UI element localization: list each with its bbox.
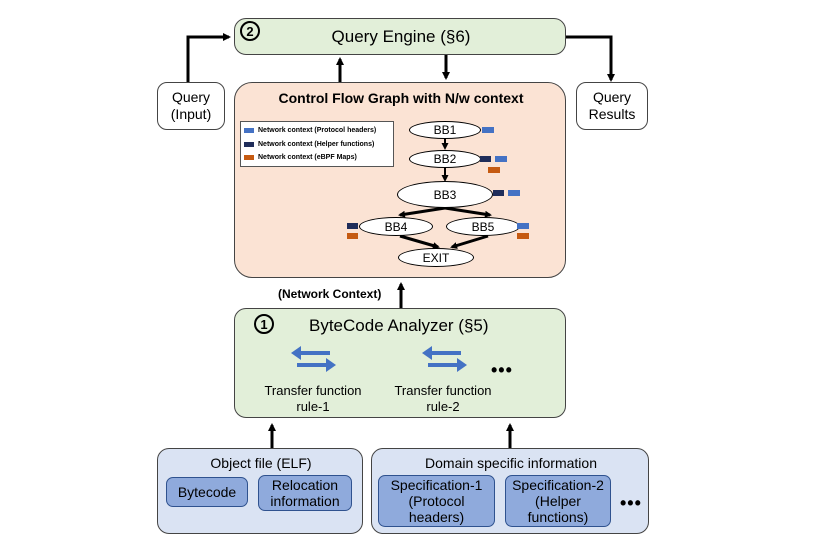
query-results-line1: Query (592, 89, 632, 105)
edge-bb4-exit (399, 234, 440, 249)
edge-bb3-bb5 (444, 206, 492, 218)
cfg-node-bb3: BB3 (397, 181, 493, 208)
cfg-node-bb2: BB2 (409, 150, 481, 168)
legend-swatch-helper-functions (244, 141, 254, 147)
edge-bb3-bb4 (398, 206, 446, 218)
tag-bb2-helper (480, 156, 491, 162)
transfer-arrows (291, 346, 467, 372)
query-engine-title: Query Engine (§6) (331, 27, 471, 46)
cfg-panel: Control Flow Graph with N/w context (234, 82, 566, 278)
legend-label-ebpf-maps: Network context (eBPF Maps) (258, 154, 357, 162)
specification-1-box: Specification-1 (Protocol headers) (378, 475, 495, 527)
bytecode-analyzer-title: ByteCode Analyzer (§5) (309, 316, 489, 335)
bytecode-analyzer-box: 1 ByteCode Analyzer (§5) Transfer functi… (234, 308, 566, 418)
domain-info-title: Domain specific information (425, 455, 597, 471)
tag-bb3-protocol (508, 190, 520, 196)
transfer-rule-2-line2: rule-2 (426, 399, 460, 414)
legend-item-helper-functions: Network context (Helper functions) (244, 138, 390, 152)
arrow-engine-to-results (566, 35, 615, 82)
tag-bb2-protocol (495, 156, 507, 162)
tag-bb5-protocol (517, 223, 529, 229)
query-input-line1: Query (171, 89, 211, 105)
transfer-rule-2-icon (422, 346, 467, 372)
cfg-node-exit: EXIT (398, 248, 474, 267)
bytecode-label: Bytecode (177, 484, 237, 500)
legend-item-ebpf-maps: Network context (eBPF Maps) (244, 151, 390, 165)
transfer-rule-1-line1: Transfer function (264, 383, 362, 398)
tag-bb4-helper (347, 223, 358, 229)
cfg-legend: Network context (Protocol headers) Netwo… (240, 121, 394, 167)
rules-ellipsis: ••• (491, 360, 513, 380)
step-number-1: 1 (254, 314, 274, 334)
object-file-title: Object file (ELF) (210, 455, 312, 471)
cfg-node-bb1: BB1 (409, 121, 481, 139)
spec1-line2: (Protocol (408, 493, 465, 509)
query-results-box: Query Results (576, 82, 648, 130)
transfer-rule-1-icon (291, 346, 336, 372)
transfer-rule-2-line1: Transfer function (394, 383, 492, 398)
spec2-line2: (Helper (535, 493, 581, 509)
cfg-node-bb4: BB4 (359, 217, 433, 236)
cfg-title: Control Flow Graph with N/w context (278, 90, 524, 106)
specification-2-box: Specification-2 (Helper functions) (505, 475, 611, 527)
legend-item-protocol-headers: Network context (Protocol headers) (244, 124, 390, 138)
edge-bb5-exit (450, 234, 489, 249)
legend-swatch-protocol-headers (244, 128, 254, 134)
query-results-line2: Results (588, 106, 636, 122)
tag-bb2-maps (488, 167, 500, 173)
relocation-info-box: Relocation information (258, 475, 352, 511)
spec2-line1: Specification-2 (512, 477, 604, 493)
legend-swatch-ebpf-maps (244, 155, 254, 161)
spec1-line3: headers) (408, 509, 465, 525)
tag-bb3-helper (493, 190, 504, 196)
tag-bb4-maps (347, 233, 358, 239)
spec2-line3: functions) (527, 509, 589, 525)
object-file-panel: Object file (ELF) Bytecode Relocation in… (157, 448, 363, 534)
tag-bb1-protocol (482, 127, 494, 133)
tag-bb5-maps (517, 233, 529, 239)
network-context-label: (Network Context) (278, 287, 382, 301)
query-engine-box: 2 Query Engine (§6) (234, 18, 566, 55)
specs-ellipsis: ••• (620, 493, 642, 513)
relocation-line1: Relocation (271, 477, 339, 493)
arrow-input-to-engine (186, 33, 231, 82)
query-input-box: Query (Input) (157, 82, 225, 130)
query-input-line2: (Input) (170, 106, 212, 122)
relocation-line2: information (270, 493, 340, 509)
transfer-rule-1-line2: rule-1 (296, 399, 330, 414)
bytecode-box: Bytecode (166, 477, 248, 507)
spec1-line1: Specification-1 (390, 477, 483, 493)
domain-info-panel: Domain specific information Specificatio… (371, 448, 649, 534)
step-number-2: 2 (240, 21, 260, 41)
legend-label-protocol-headers: Network context (Protocol headers) (258, 127, 377, 135)
cfg-node-bb5: BB5 (446, 217, 520, 236)
legend-label-helper-functions: Network context (Helper functions) (258, 140, 375, 148)
